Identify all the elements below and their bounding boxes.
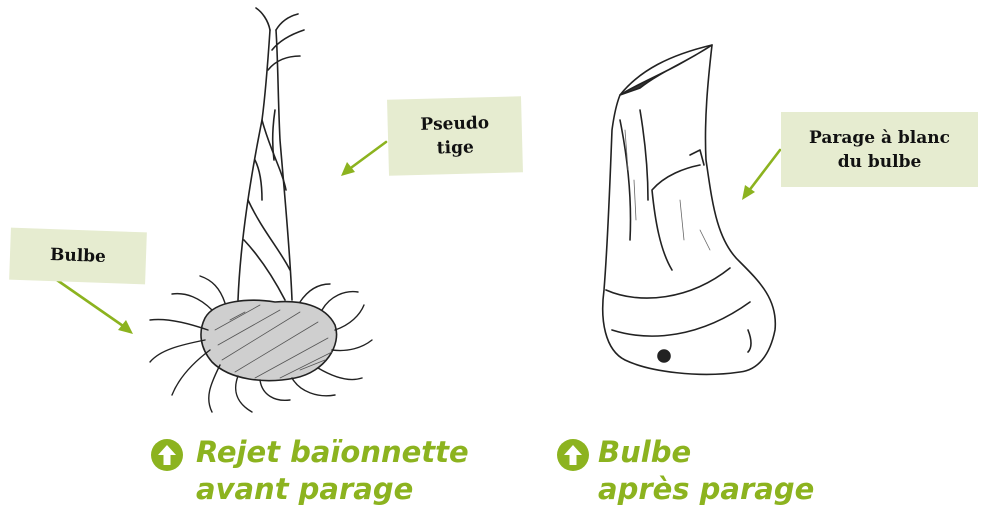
bayonet-sucker-drawing	[150, 8, 372, 412]
caption-bulbe: Bulbe après parage	[598, 434, 814, 508]
caption-rejet-line1: Rejet baïonnette	[196, 434, 469, 471]
label-pseudo-tige-text: Pseudo tige	[420, 111, 490, 161]
arrow-to-bulbe	[54, 278, 133, 334]
up-arrow-circle-icon	[556, 438, 590, 472]
cut-top	[620, 45, 712, 95]
label-bulbe: Bulbe	[9, 228, 147, 285]
bulb-outline	[603, 45, 776, 374]
label-parage: Parage à blanc du bulbe	[781, 112, 978, 187]
arrow-to-pseudo-tige	[341, 142, 386, 176]
pared-bulb-drawing	[603, 45, 776, 374]
caption-rejet-line2: avant parage	[196, 471, 469, 508]
bulb-mass	[201, 300, 337, 380]
arrow-to-parage	[742, 150, 780, 200]
caption-bulbe-line2: après parage	[598, 471, 814, 508]
label-parage-text: Parage à blanc du bulbe	[809, 126, 950, 174]
up-arrow-circle-icon	[150, 438, 184, 472]
label-bulbe-text: Bulbe	[50, 243, 107, 269]
caption-rejet: Rejet baïonnette avant parage	[196, 434, 469, 508]
caption-bulbe-line1: Bulbe	[598, 434, 814, 471]
bulb-node	[658, 350, 670, 362]
label-pseudo-tige: Pseudo tige	[387, 96, 523, 175]
